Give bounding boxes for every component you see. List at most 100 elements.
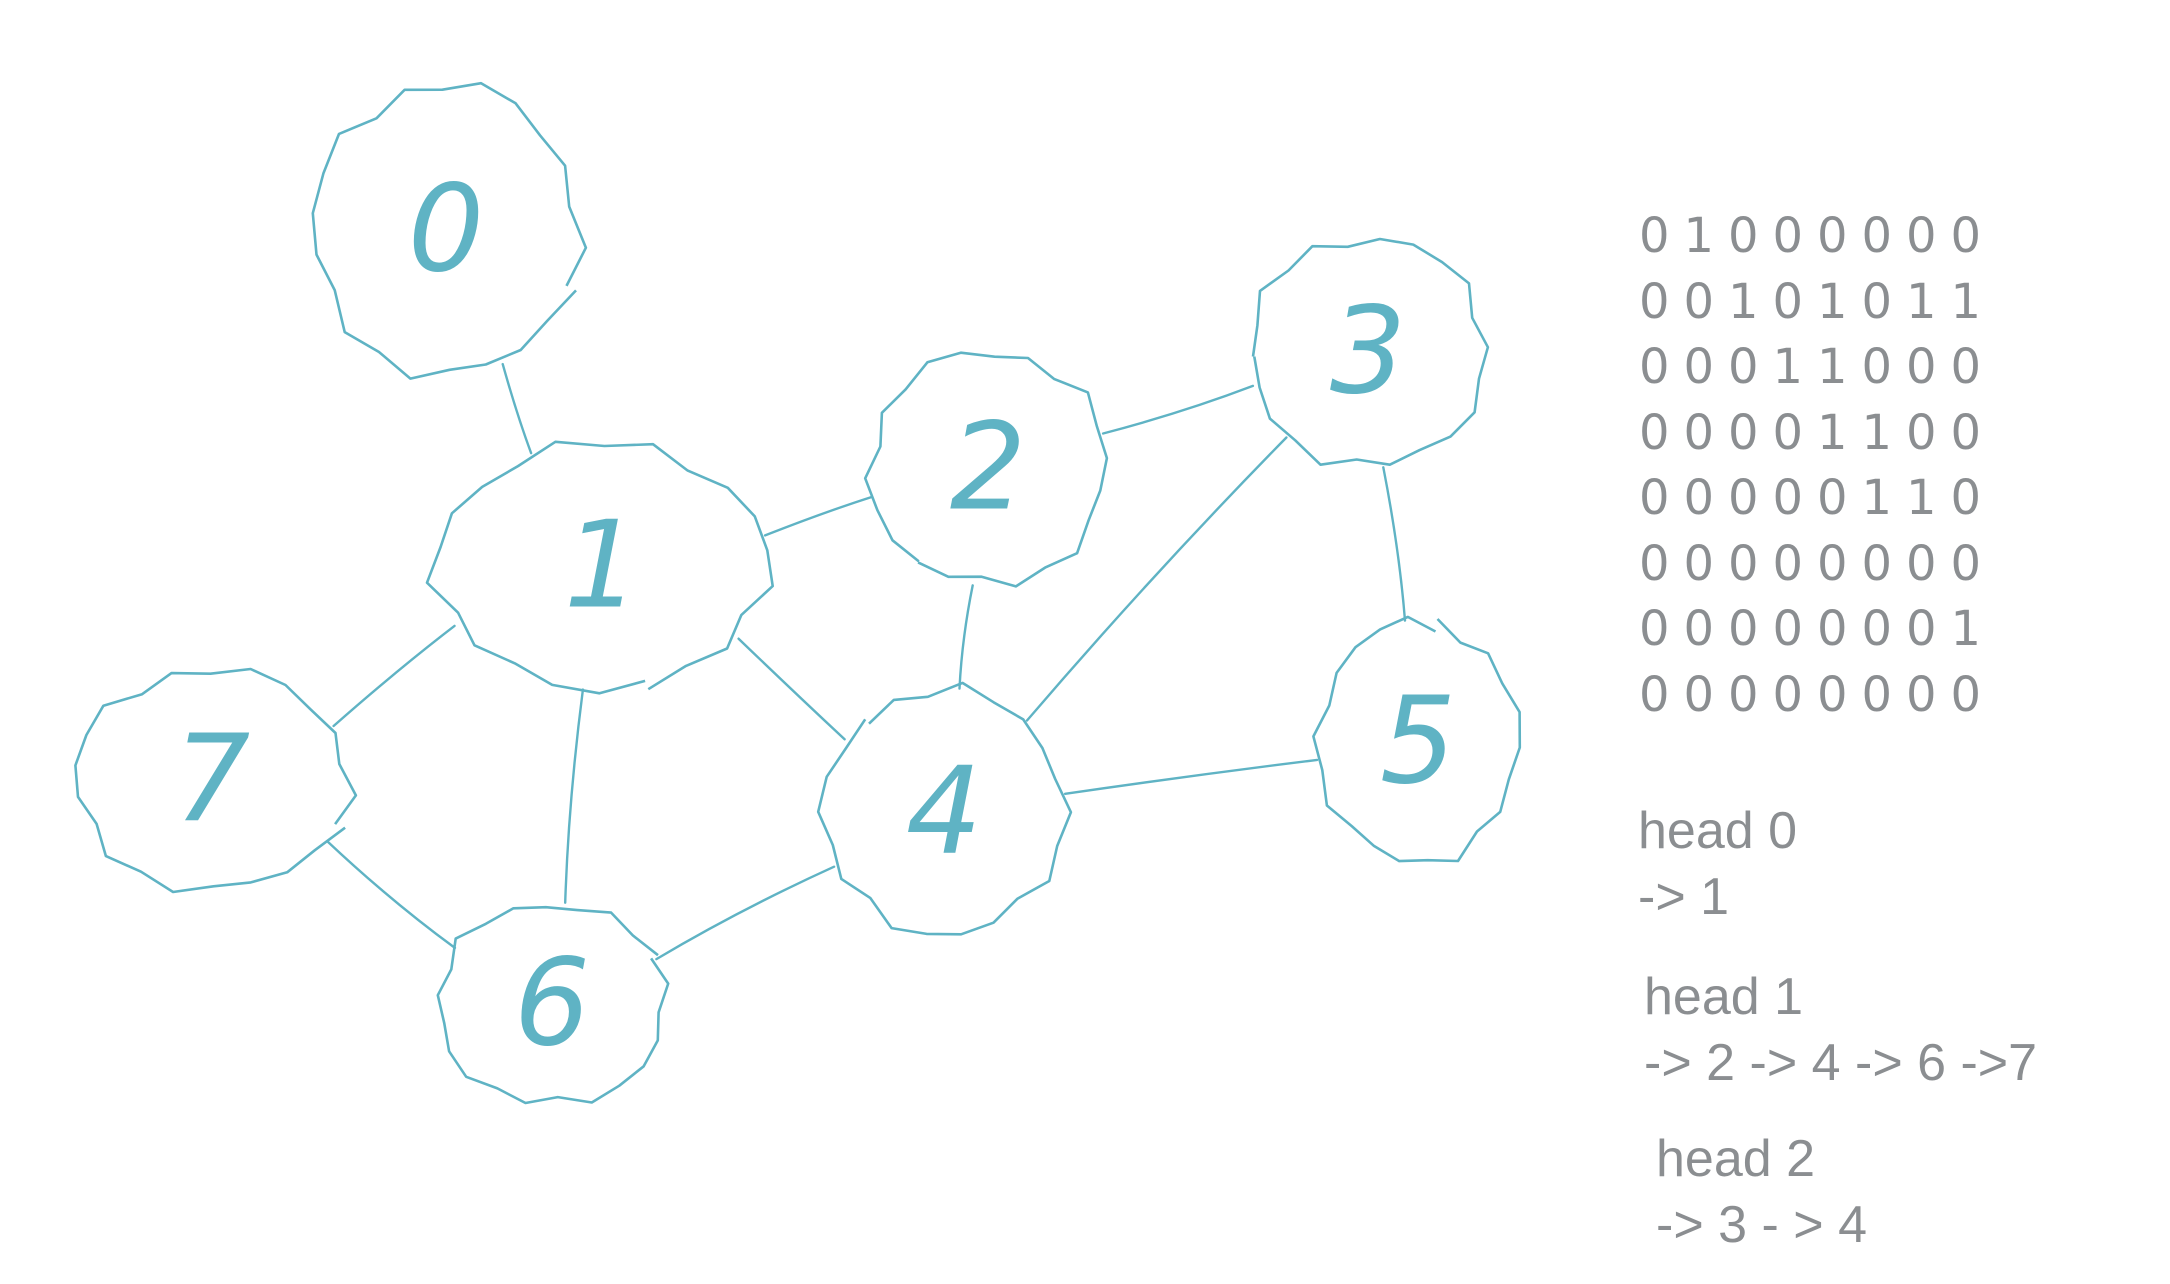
edge-2-3 bbox=[1101, 384, 1255, 435]
matrix-cell-6-2: 0 bbox=[1727, 601, 1759, 657]
edge-3-4 bbox=[1025, 436, 1288, 722]
matrix-cell-1-4: 1 bbox=[1816, 273, 1848, 330]
matrix-cell-7-5: 0 bbox=[1861, 666, 1893, 723]
edge-3-5 bbox=[1382, 466, 1407, 622]
matrix-cell-6-3: 0 bbox=[1772, 601, 1804, 657]
matrix-cell-3-5: 1 bbox=[1861, 404, 1893, 461]
adjacency-list: -> 2 -> 4 -> 6 ->7 bbox=[1644, 1034, 2038, 1092]
node-4: 4 bbox=[816, 681, 1073, 936]
matrix-cell-2-2: 0 bbox=[1727, 339, 1759, 395]
adjacency-list: -> 3 - > 4 bbox=[1656, 1196, 1867, 1254]
matrix-cell-7-7: 0 bbox=[1950, 666, 1982, 723]
matrix-cell-7-3: 0 bbox=[1772, 666, 1804, 723]
matrix-cell-0-0: 0 bbox=[1638, 208, 1670, 264]
node-2-label: 2 bbox=[950, 399, 1026, 538]
node-0: 0 bbox=[311, 81, 588, 380]
adjacency-head: head 1 bbox=[1644, 968, 1804, 1026]
matrix-cell-2-7: 0 bbox=[1950, 339, 1982, 395]
matrix-cell-1-6: 1 bbox=[1905, 273, 1937, 330]
node-2: 2 bbox=[863, 351, 1109, 588]
matrix-cell-1-5: 0 bbox=[1861, 273, 1893, 330]
matrix-cell-4-0: 0 bbox=[1638, 470, 1670, 526]
matrix-cell-6-4: 0 bbox=[1816, 601, 1848, 657]
matrix-cell-4-3: 0 bbox=[1772, 470, 1804, 526]
matrix-cell-5-2: 0 bbox=[1727, 535, 1759, 592]
adjacency-head: head 2 bbox=[1656, 1130, 1816, 1188]
node-0-label: 0 bbox=[408, 161, 484, 300]
matrix-cell-4-5: 1 bbox=[1861, 470, 1893, 526]
edge-4-6 bbox=[655, 865, 836, 961]
matrix-cell-5-4: 0 bbox=[1816, 535, 1848, 592]
matrix-cell-7-1: 0 bbox=[1683, 666, 1715, 723]
edge-2-4 bbox=[958, 584, 974, 690]
edge-1-6 bbox=[564, 688, 585, 904]
matrix-cell-0-3: 0 bbox=[1772, 208, 1804, 264]
matrix-cell-7-0: 0 bbox=[1638, 666, 1670, 723]
matrix-cell-6-5: 0 bbox=[1861, 601, 1893, 657]
node-6-label: 6 bbox=[514, 935, 590, 1074]
adjacency-list: -> 1 bbox=[1638, 868, 1730, 926]
matrix-cell-5-5: 0 bbox=[1861, 535, 1893, 592]
node-5-circle bbox=[1312, 615, 1522, 863]
matrix-cell-2-6: 0 bbox=[1905, 339, 1937, 395]
node-4-circle bbox=[816, 681, 1073, 936]
matrix-cell-0-2: 0 bbox=[1727, 208, 1759, 264]
matrix-cell-3-0: 0 bbox=[1638, 404, 1670, 461]
matrix-cell-7-2: 0 bbox=[1727, 666, 1759, 723]
edge-0-1 bbox=[501, 362, 533, 455]
matrix-cell-6-0: 0 bbox=[1638, 601, 1670, 657]
matrix-cell-0-4: 0 bbox=[1816, 208, 1848, 264]
matrix-cell-2-4: 1 bbox=[1816, 339, 1848, 395]
matrix-cell-5-1: 0 bbox=[1683, 535, 1715, 592]
adjacency-entry-0: head 0 -> 1 bbox=[1638, 798, 1797, 930]
matrix-cell-6-7: 1 bbox=[1950, 601, 1982, 657]
matrix-cell-3-4: 1 bbox=[1816, 404, 1848, 461]
matrix-cell-5-6: 0 bbox=[1905, 535, 1937, 592]
edge-1-2 bbox=[763, 495, 873, 537]
node-2-circle bbox=[863, 351, 1109, 588]
node-7-circle bbox=[74, 667, 358, 894]
matrix-cell-6-1: 0 bbox=[1683, 601, 1715, 657]
matrix-cell-3-6: 0 bbox=[1905, 404, 1937, 461]
node-4-label: 4 bbox=[906, 743, 982, 882]
matrix-cell-5-0: 0 bbox=[1638, 535, 1670, 592]
matrix-cell-4-4: 0 bbox=[1816, 470, 1848, 526]
node-6-circle bbox=[436, 905, 670, 1105]
matrix-cell-0-6: 0 bbox=[1905, 208, 1937, 264]
node-3-circle bbox=[1251, 237, 1490, 466]
edge-6-7 bbox=[326, 840, 457, 950]
matrix-cell-7-6: 0 bbox=[1905, 666, 1937, 723]
matrix-cell-0-7: 0 bbox=[1950, 208, 1982, 264]
node-5: 5 bbox=[1312, 615, 1522, 863]
matrix-cell-4-7: 0 bbox=[1950, 470, 1982, 526]
adjacency-entry-1: head 1 -> 2 -> 4 -> 6 ->7 bbox=[1644, 964, 2037, 1096]
matrix-cell-3-7: 0 bbox=[1950, 404, 1982, 461]
matrix-cell-0-1: 1 bbox=[1683, 208, 1715, 264]
node-3-label: 3 bbox=[1330, 283, 1406, 422]
matrix-cell-7-4: 0 bbox=[1816, 666, 1848, 723]
edge-4-5 bbox=[1063, 758, 1319, 795]
edge-1-4 bbox=[737, 637, 846, 741]
matrix-cell-2-5: 0 bbox=[1861, 339, 1893, 395]
matrix-cell-1-3: 0 bbox=[1772, 273, 1804, 330]
edge-1-7 bbox=[332, 624, 456, 728]
matrix-cell-2-1: 0 bbox=[1683, 339, 1715, 395]
node-1-label: 1 bbox=[564, 497, 640, 636]
node-1: 1 bbox=[425, 440, 774, 695]
matrix-cell-1-7: 1 bbox=[1950, 273, 1982, 330]
node-7-label: 7 bbox=[174, 711, 250, 850]
matrix-cell-6-6: 0 bbox=[1905, 601, 1937, 657]
matrix-cell-4-1: 0 bbox=[1683, 470, 1715, 526]
matrix-cell-3-1: 0 bbox=[1683, 404, 1715, 461]
node-7: 7 bbox=[74, 667, 358, 894]
matrix-cell-1-2: 1 bbox=[1727, 273, 1759, 330]
matrix-cell-4-6: 1 bbox=[1905, 470, 1937, 526]
node-3: 3 bbox=[1251, 237, 1490, 466]
